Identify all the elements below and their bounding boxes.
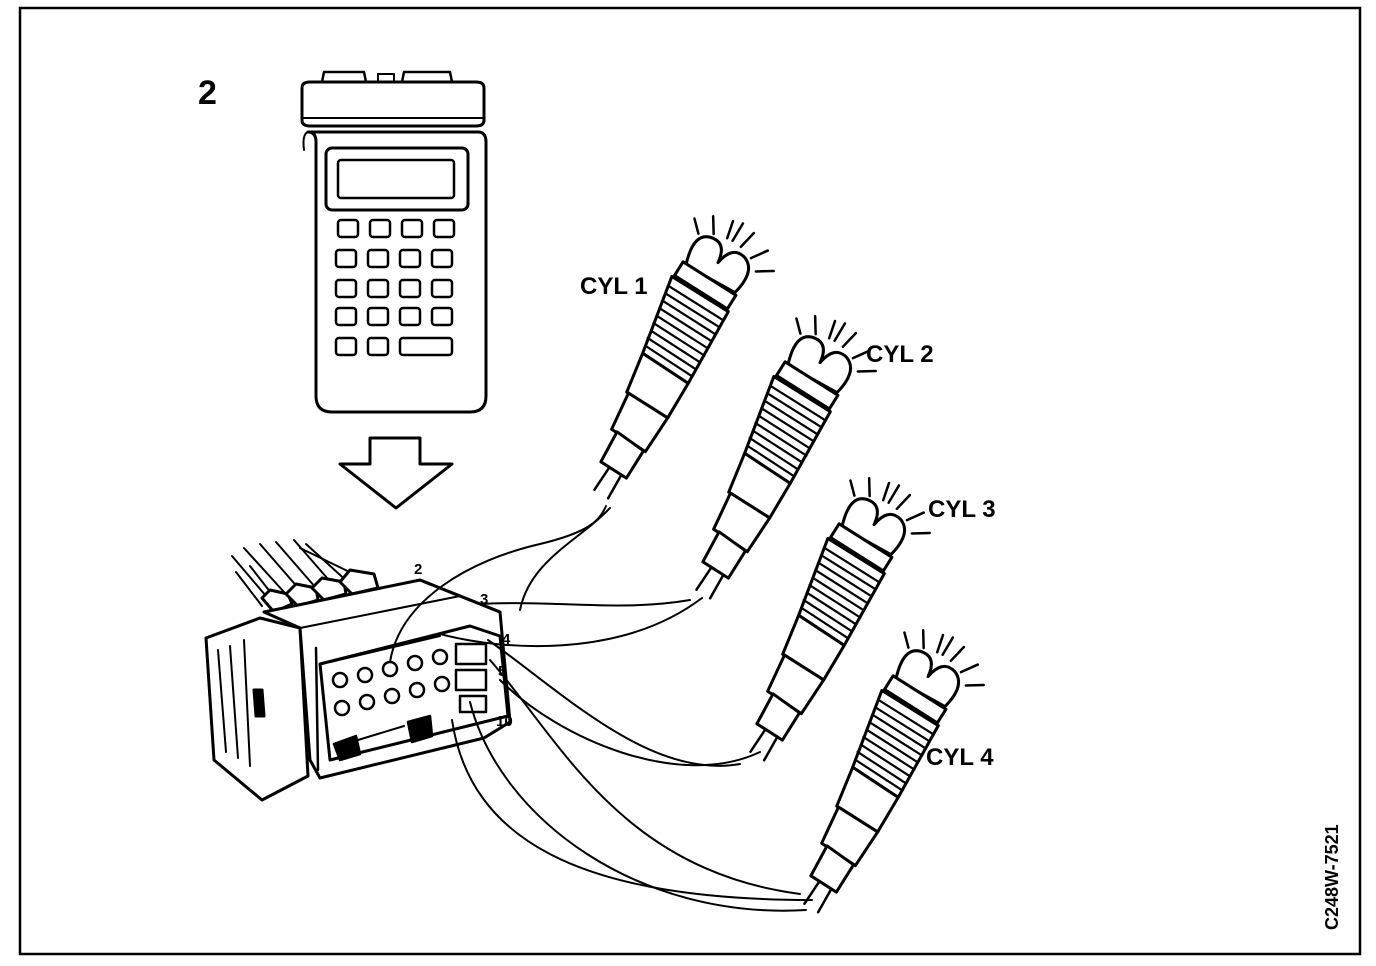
pin-label-10: 10	[496, 713, 513, 730]
cyl-3-label: CYL 3	[928, 496, 996, 523]
cyl-1-label: CYL 1	[580, 273, 648, 300]
cyl-2-label: CYL 2	[866, 341, 934, 368]
lead-cyl4-c	[451, 719, 813, 901]
pin-label-3: 3	[480, 591, 488, 608]
step-number: 2	[198, 74, 217, 112]
pin-label-2: 2	[414, 561, 422, 578]
wiring-harness-connector-icon	[204, 539, 512, 802]
handheld-scan-tool-icon	[300, 70, 488, 414]
lead-cyl4	[469, 701, 807, 912]
lead-cyl2	[479, 599, 691, 607]
test-leads	[389, 505, 813, 912]
keypad	[334, 218, 456, 357]
lead-cyl4-b	[489, 659, 801, 895]
figure-border	[18, 6, 1362, 956]
lead-cyl2-b	[439, 597, 703, 648]
cyl-4-label: CYL 4	[926, 744, 994, 771]
terminal-cavities	[331, 642, 488, 762]
lead-cyl1-b	[519, 507, 611, 611]
pin-label-5: 5	[498, 663, 506, 680]
lead-cyl3-b	[499, 679, 761, 767]
down-arrow-icon	[338, 436, 454, 510]
figure-code: C248W-7521	[1322, 824, 1342, 930]
pin-label-4: 4	[502, 631, 511, 648]
